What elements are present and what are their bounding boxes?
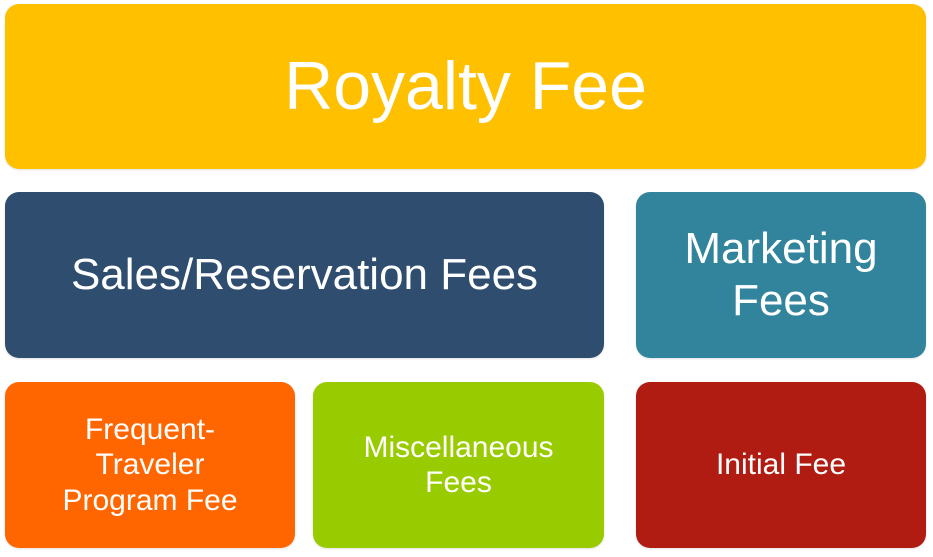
frequent-traveler-label-line1: Frequent- — [84, 412, 216, 446]
royalty-fee-label: Royalty Fee — [284, 48, 647, 125]
sales-reservation-fees-label: Sales/Reservation Fees — [70, 250, 539, 300]
sales-reservation-fees-box: Sales/Reservation Fees — [5, 192, 604, 358]
marketing-fees-box: Marketing Fees — [636, 192, 926, 358]
initial-fee-box: Initial Fee — [636, 382, 926, 548]
marketing-fees-label-line2: Fees — [732, 276, 830, 325]
miscellaneous-fees-box: Miscellaneous Fees — [313, 382, 604, 548]
miscellaneous-fees-label-line1: Miscellaneous — [363, 430, 554, 464]
frequent-traveler-label-line2: Traveler — [95, 448, 205, 482]
miscellaneous-fees-label-line2: Fees — [425, 466, 492, 499]
marketing-fees-label-line1: Marketing — [684, 224, 878, 274]
frequent-traveler-program-fee-box: Frequent- Traveler Program Fee — [5, 382, 295, 548]
frequent-traveler-label-line3: Program Fee — [62, 483, 238, 517]
royalty-fee-box: Royalty Fee — [5, 4, 926, 169]
initial-fee-label: Initial Fee — [715, 448, 847, 482]
